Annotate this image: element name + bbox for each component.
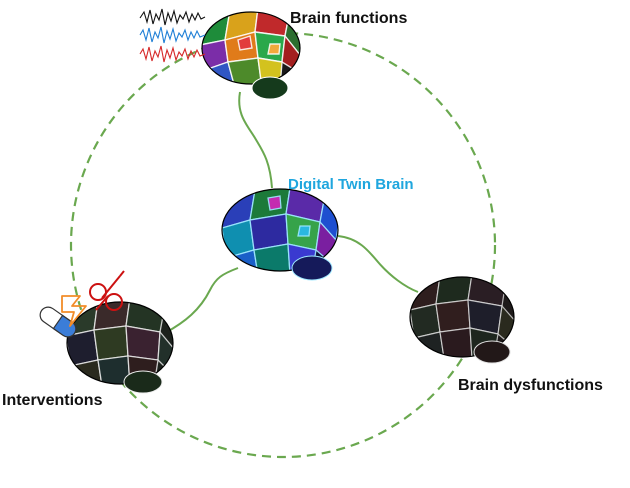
connector-to-functions	[238, 91, 273, 189]
brain-functions-label: Brain functions	[290, 10, 408, 27]
connector-to-dysfunctions	[337, 235, 419, 293]
signal-black	[139, 8, 206, 26]
connector-to-interventions	[164, 267, 239, 334]
digital-twin-brain-label: Digital Twin Brain	[288, 176, 414, 193]
signal-red	[139, 45, 206, 63]
signal-waves-icon	[139, 8, 206, 63]
digital-twin-brain-icon	[221, 188, 339, 281]
brain-dysfunctions-brain-icon	[409, 276, 515, 364]
scissors-icon	[89, 270, 125, 311]
lightning-icon	[61, 295, 87, 327]
signal-blue	[139, 26, 206, 44]
pill-icon	[39, 306, 77, 338]
brain-dysfunctions-label: Brain dysfunctions	[458, 377, 603, 394]
interventions-brain-icon	[66, 301, 174, 394]
interventions-label: Interventions	[2, 392, 103, 409]
